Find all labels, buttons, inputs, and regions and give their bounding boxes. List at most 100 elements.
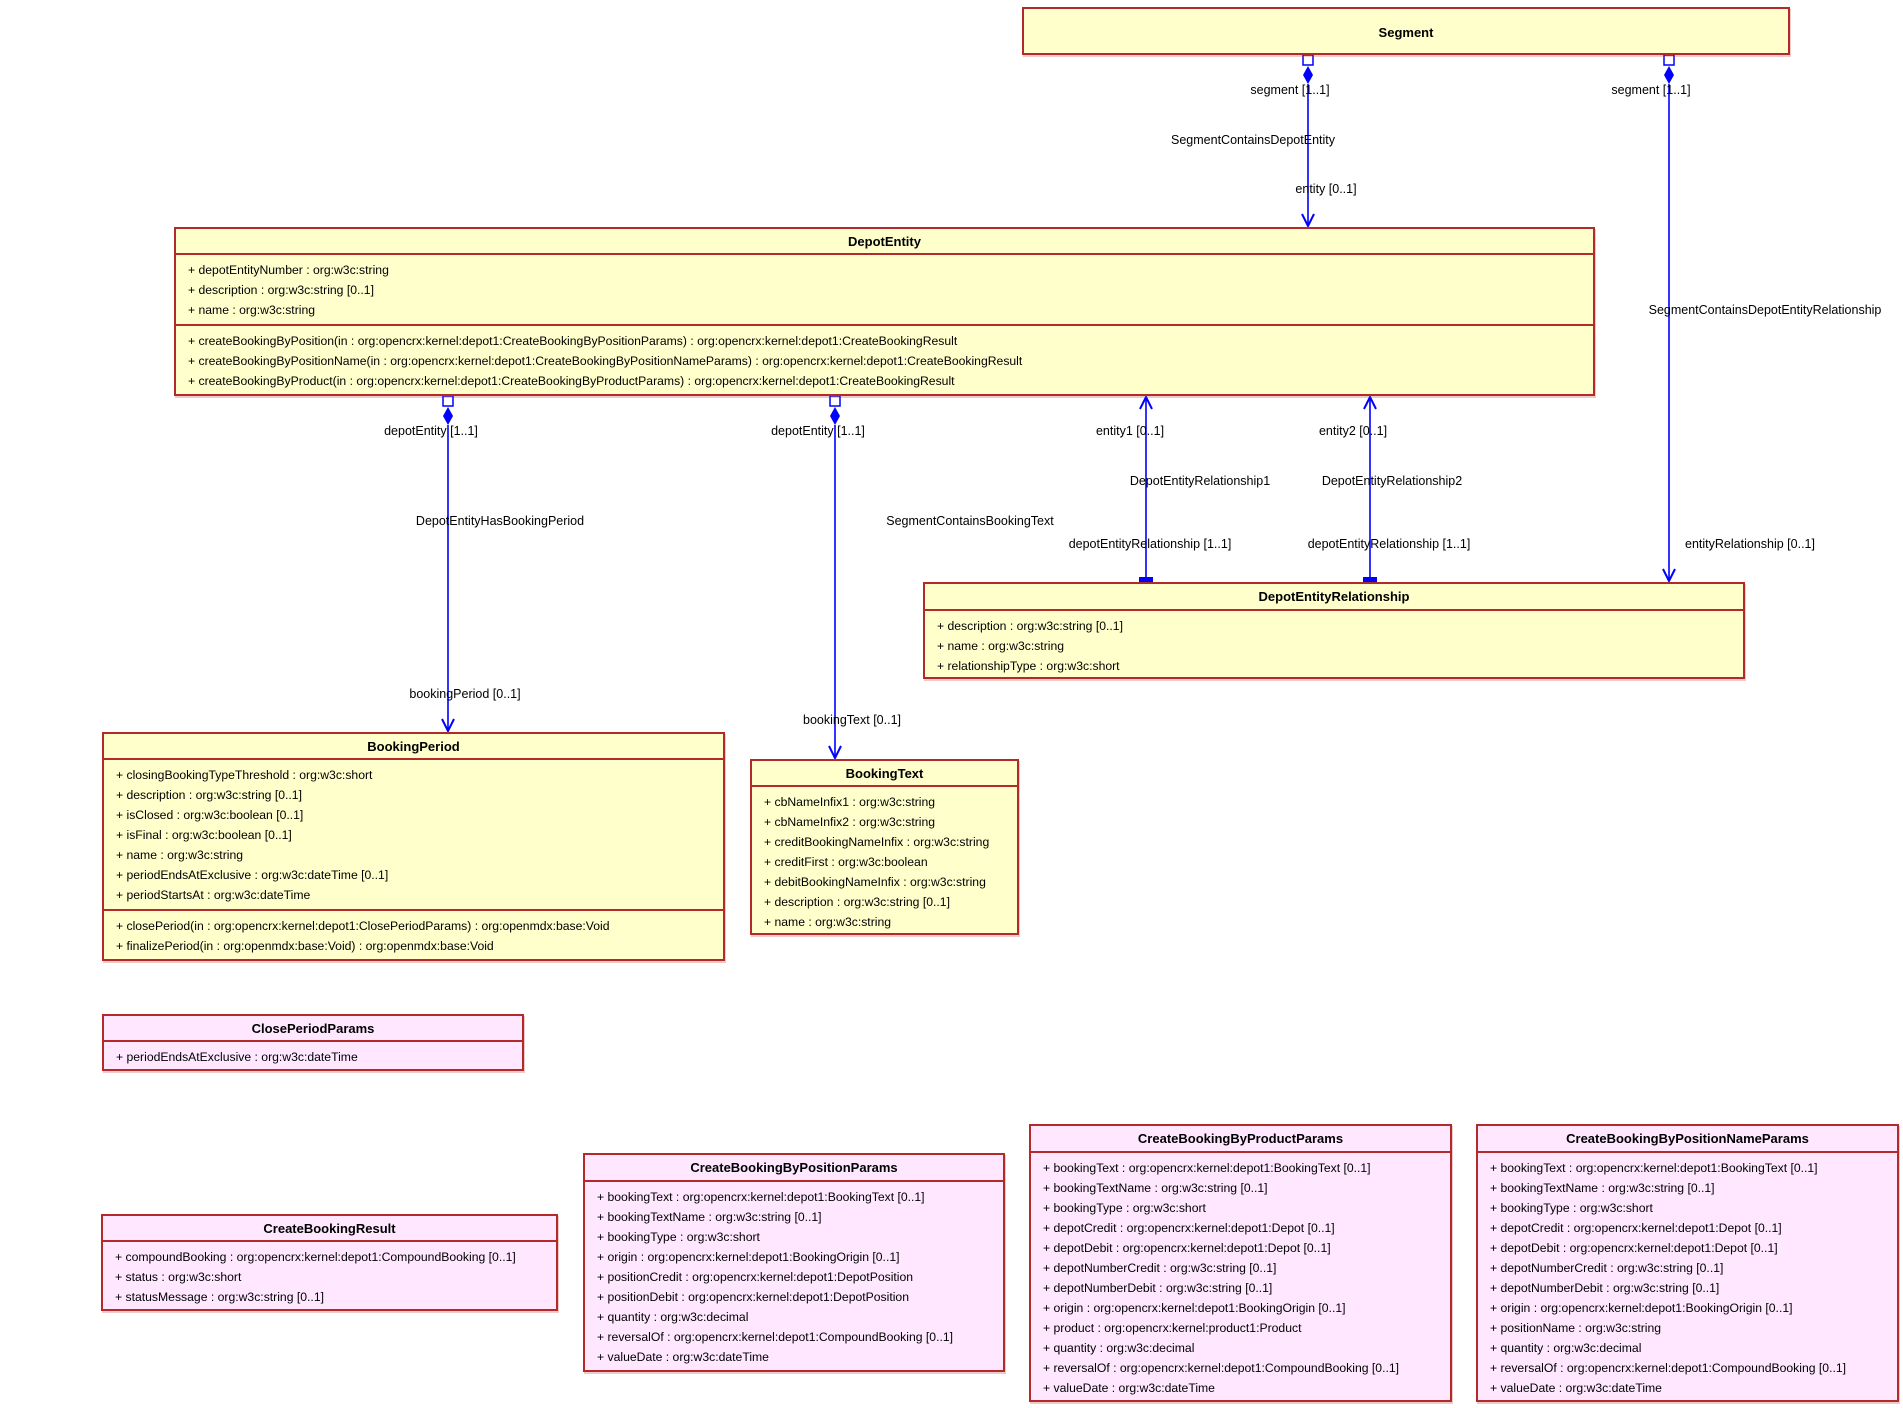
attribute: + bookingTextName : org:w3c:string [0..1… <box>1490 1181 1715 1195</box>
association-end-label: depotEntity [1..1] <box>771 424 865 438</box>
class-name: Segment <box>1378 24 1434 40</box>
owner-square-icon <box>829 395 841 407</box>
navigable-arrow-icon <box>1662 568 1676 584</box>
association-end-label: depotEntityRelationship [1..1] <box>1068 537 1232 551</box>
attribute: + periodStartsAt : org:w3c:dateTime <box>116 888 311 902</box>
operation: + finalizePeriod(in : org:openmdx:base:V… <box>116 939 494 953</box>
attribute: + depotNumberCredit : org:w3c:string [0.… <box>1490 1261 1724 1275</box>
attribute: + relationshipType : org:w3c:short <box>937 659 1120 673</box>
attribute: + compoundBooking : org:opencrx:kernel:d… <box>115 1250 516 1264</box>
attribute: + depotNumberDebit : org:w3c:string [0..… <box>1490 1281 1720 1295</box>
attribute: + isClosed : org:w3c:boolean [0..1] <box>116 808 304 822</box>
association-name-label: SegmentContainsBookingText <box>886 514 1054 528</box>
association-end-label: entity2 [0..1] <box>1318 424 1388 438</box>
attribute: + positionName : org:w3c:string <box>1490 1321 1662 1335</box>
attribute: + name : org:w3c:string <box>188 303 316 317</box>
attribute: + origin : org:opencrx:kernel:depot1:Boo… <box>597 1250 900 1264</box>
navigable-arrow-icon <box>1139 394 1153 410</box>
class-create-booking-by-position-params[interactable]: CreateBookingByPositionParams + bookingTe… <box>583 1153 1005 1372</box>
attribute: + origin : org:opencrx:kernel:depot1:Boo… <box>1043 1301 1346 1315</box>
class-create-booking-by-position-name-params[interactable]: CreateBookingByPositionNameParams + booki… <box>1476 1124 1899 1402</box>
class-name: BookingText <box>752 761 1017 787</box>
navigable-arrow-icon <box>1363 394 1377 410</box>
composition-diamond-icon <box>443 407 453 425</box>
attribute: + quantity : org:w3c:decimal <box>1490 1341 1642 1355</box>
navigable-arrow-icon <box>1301 213 1315 229</box>
association-end-label: entity1 [0..1] <box>1095 424 1165 438</box>
attribute: + name : org:w3c:string <box>764 915 892 929</box>
attribute: + depotDebit : org:opencrx:kernel:depot1… <box>1043 1241 1331 1255</box>
operation-compartment: + closePeriod(in : org:opencrx:kernel:de… <box>104 909 723 960</box>
attribute-compartment: + bookingText : org:opencrx:kernel:depot… <box>1031 1153 1450 1402</box>
attribute: + bookingType : org:w3c:short <box>1490 1201 1653 1215</box>
attribute: + quantity : org:w3c:decimal <box>597 1310 749 1324</box>
attribute: + depotCredit : org:opencrx:kernel:depot… <box>1490 1221 1782 1235</box>
attribute: + depotNumberDebit : org:w3c:string [0..… <box>1043 1281 1273 1295</box>
composition-diamond-icon <box>1303 66 1313 84</box>
class-segment[interactable]: Segment <box>1022 7 1790 55</box>
attribute: + valueDate : org:w3c:dateTime <box>1043 1381 1215 1395</box>
operation: + createBookingByProduct(in : org:opencr… <box>188 374 955 388</box>
operation: + closePeriod(in : org:opencrx:kernel:de… <box>116 919 610 933</box>
attribute: + bookingTextName : org:w3c:string [0..1… <box>597 1210 822 1224</box>
attribute: + bookingText : org:opencrx:kernel:depot… <box>597 1190 925 1204</box>
class-name: DepotEntity <box>176 229 1593 255</box>
attribute-compartment: + bookingText : org:opencrx:kernel:depot… <box>585 1182 1003 1371</box>
attribute: + product : org:opencrx:kernel:product1:… <box>1043 1321 1302 1335</box>
attribute: + depotNumberCredit : org:w3c:string [0.… <box>1043 1261 1277 1275</box>
class-create-booking-by-product-params[interactable]: CreateBookingByProductParams + bookingTex… <box>1029 1124 1452 1402</box>
association-name-label: SegmentContainsDepotEntityRelationship <box>1648 303 1882 317</box>
navigable-arrow-icon <box>441 718 455 734</box>
class-name: CreateBookingResult <box>103 1216 556 1242</box>
class-close-period-params[interactable]: ClosePeriodParams + periodEndsAtExclusive… <box>102 1014 524 1071</box>
attribute: + bookingText : org:opencrx:kernel:depot… <box>1043 1161 1371 1175</box>
attribute-compartment: + depotEntityNumber : org:w3c:string+ de… <box>176 255 1593 324</box>
class-booking-period[interactable]: BookingPeriod+ closingBookingTypeThresho… <box>102 732 725 961</box>
class-name: CreateBookingByProductParams <box>1031 1126 1450 1153</box>
attribute: + bookingType : org:w3c:short <box>597 1230 760 1244</box>
association-end-label: segment [1..1] <box>1250 83 1330 97</box>
class-name: CreateBookingByPositionParams <box>585 1155 1003 1182</box>
class-name: ClosePeriodParams <box>104 1016 522 1042</box>
attribute: + bookingTextName : org:w3c:string [0..1… <box>1043 1181 1268 1195</box>
attribute: + description : org:w3c:string [0..1] <box>188 283 374 297</box>
attribute: + name : org:w3c:string <box>116 848 244 862</box>
attribute: + bookingType : org:w3c:short <box>1043 1201 1206 1215</box>
class-booking-text[interactable]: BookingText+ cbNameInfix1 : org:w3c:stri… <box>750 759 1019 935</box>
attribute: + depotCredit : org:opencrx:kernel:depot… <box>1043 1221 1335 1235</box>
association-end-marker-icon <box>1139 577 1153 582</box>
owner-square-icon <box>442 395 454 407</box>
association-end-label: segment [1..1] <box>1611 83 1691 97</box>
operation: + createBookingByPosition(in : org:openc… <box>188 334 958 348</box>
association-name-label: DepotEntityRelationship2 <box>1321 474 1463 488</box>
attribute-compartment: + periodEndsAtExclusive : org:w3c:dateTi… <box>104 1042 522 1071</box>
attribute-compartment: + cbNameInfix1 : org:w3c:string+ cbNameI… <box>752 787 1017 936</box>
attribute: + name : org:w3c:string <box>937 639 1065 653</box>
attribute: + reversalOf : org:opencrx:kernel:depot1… <box>1490 1361 1847 1375</box>
attribute: + reversalOf : org:opencrx:kernel:depot1… <box>1043 1361 1400 1375</box>
attribute: + debitBookingNameInfix : org:w3c:string <box>764 875 986 889</box>
class-create-booking-result[interactable]: CreateBookingResult + compoundBooking : o… <box>101 1214 558 1311</box>
attribute: + description : org:w3c:string [0..1] <box>764 895 950 909</box>
attribute: + bookingText : org:opencrx:kernel:depot… <box>1490 1161 1818 1175</box>
class-depot-entity[interactable]: DepotEntity+ depotEntityNumber : org:w3c… <box>174 227 1595 396</box>
composition-diamond-icon <box>1664 66 1674 84</box>
attribute: + isFinal : org:w3c:boolean [0..1] <box>116 828 292 842</box>
attribute: + depotDebit : org:opencrx:kernel:depot1… <box>1490 1241 1778 1255</box>
attribute: + closingBookingTypeThreshold : org:w3c:… <box>116 768 373 782</box>
association-end-label: depotEntityRelationship [1..1] <box>1307 537 1471 551</box>
attribute: + positionDebit : org:opencrx:kernel:dep… <box>597 1290 909 1304</box>
attribute: + creditFirst : org:w3c:boolean <box>764 855 928 869</box>
attribute: + description : org:w3c:string [0..1] <box>116 788 302 802</box>
composition-diamond-icon <box>830 407 840 425</box>
attribute: + statusMessage : org:w3c:string [0..1] <box>115 1290 324 1304</box>
attribute-compartment: + description : org:w3c:string [0..1]+ n… <box>925 611 1743 680</box>
class-name: CreateBookingByPositionNameParams <box>1478 1126 1897 1153</box>
attribute: + valueDate : org:w3c:dateTime <box>597 1350 769 1364</box>
class-depot-entity-relationship[interactable]: DepotEntityRelationship+ description : o… <box>923 582 1745 679</box>
association-end-label: depotEntity [1..1] <box>384 424 478 438</box>
attribute: + cbNameInfix1 : org:w3c:string <box>764 795 936 809</box>
attribute: + creditBookingNameInfix : org:w3c:strin… <box>764 835 990 849</box>
attribute: + periodEndsAtExclusive : org:w3c:dateTi… <box>116 1050 358 1064</box>
